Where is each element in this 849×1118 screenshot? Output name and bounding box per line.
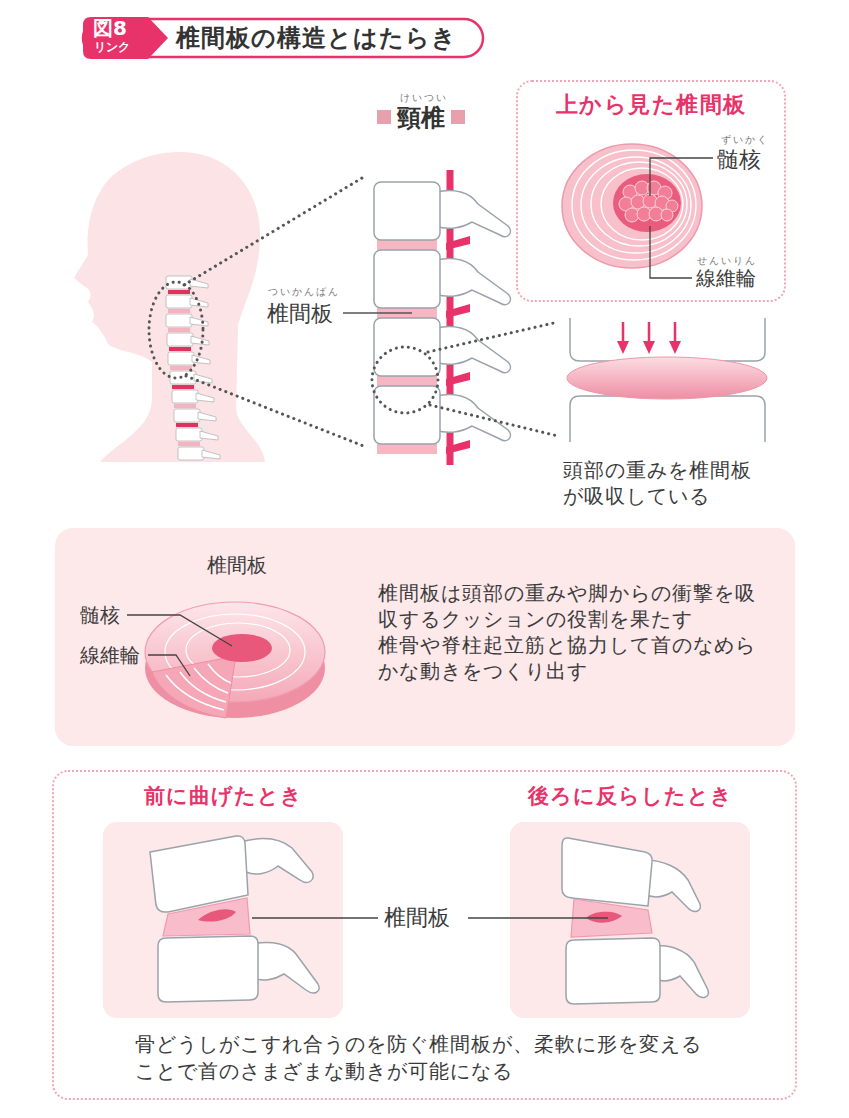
label-slot: ついかんばん [268, 286, 340, 299]
label-slot: 椎間板 [384, 904, 450, 932]
disc-3d [55, 528, 795, 746]
figure-number: 図8 [93, 16, 127, 41]
label-slot: 線維輪 [80, 643, 140, 668]
disc-load-zoom [567, 318, 767, 442]
ruby-reading: ついかんばん [268, 286, 340, 299]
ruby-reading: ずいかく [721, 134, 769, 147]
label-slot: 線維輪 [696, 266, 756, 291]
diagram-title: 椎間板の構造とはたらき [176, 22, 457, 54]
part-label: 髄核 [80, 603, 120, 628]
label-slot: 図8 [93, 16, 127, 41]
info-text: 椎間板は頭部の重みや脚からの衝撃を吸収するクッションの役割を果たす [378, 580, 768, 632]
label-slot: 髄核 [717, 146, 761, 174]
text-slot: 上から見た椎間板 [518, 91, 784, 119]
header-band [83, 17, 483, 59]
info-panel: 椎間板は頭部の重みや脚からの衝撃を吸収するクッションの役割を果たす椎骨や脊柱起立… [55, 528, 795, 746]
disc-top-view [562, 144, 713, 278]
label-slot: 髄核 [80, 603, 120, 628]
ruby-reading: けいつい [400, 92, 448, 105]
label-slot: けいつい [400, 92, 448, 105]
label-slot: 頸椎 [397, 103, 445, 133]
label-slot: リンク [94, 40, 130, 55]
panel-heading: 上から見た椎間板 [518, 91, 784, 119]
label-slot: せんいりん [697, 255, 757, 268]
caption-text: 骨どうしがこすれ合うのを防ぐ椎間板が、柔軟に形を変えることで首のさまざまな動きが… [135, 1031, 710, 1085]
part-label: 椎間板 [267, 300, 333, 328]
part-label: 線維輪 [80, 643, 140, 668]
text-slot: 骨どうしがこすれ合うのを防ぐ椎間板が、柔軟に形を変えることで首のさまざまな動きが… [135, 1031, 710, 1085]
ruby-reading: せんいりん [697, 255, 757, 268]
label-slot: ずいかく [721, 134, 769, 147]
cervical-column [343, 110, 558, 465]
head-silhouette [74, 152, 366, 462]
box-heading: 後ろに反らしたとき [490, 783, 770, 809]
box-heading: 前に曲げたとき [83, 783, 363, 809]
part-label: 髄核 [717, 146, 761, 174]
text-slot: 後ろに反らしたとき [490, 783, 770, 809]
text-slot: 前に曲げたとき [83, 783, 363, 809]
extension-box: 後ろに反らしたとき [510, 822, 750, 1018]
region-label: 頸椎 [397, 103, 445, 133]
text-slot: 椎間板は頭部の重みや脚からの衝撃を吸収するクッションの役割を果たす椎骨や脊柱起立… [378, 580, 768, 684]
motion-panel: 骨どうしがこすれ合うのを防ぐ椎間板が、柔軟に形を変えることで首のさまざまな動きが… [52, 770, 797, 1100]
label-slot: 頭部の重みを椎間板が吸収している [563, 457, 758, 509]
link-tag: リンク [94, 40, 130, 55]
title-slot: 椎間板の構造とはたらき [176, 22, 457, 54]
label-slot: 椎間板 [267, 300, 333, 328]
note-text: 頭部の重みを椎間板が吸収している [563, 457, 758, 509]
info-text: 椎骨や脊柱起立筋と協力して首のなめらかな動きをつくり出す [378, 632, 768, 684]
label-slot: 椎間板 [207, 553, 267, 578]
flexion-box: 前に曲げたとき [103, 822, 343, 1018]
part-label: 椎間板 [207, 553, 267, 578]
bending-figures [103, 822, 750, 1018]
part-label: 線維輪 [696, 266, 756, 291]
part-label: 椎間板 [384, 904, 450, 932]
